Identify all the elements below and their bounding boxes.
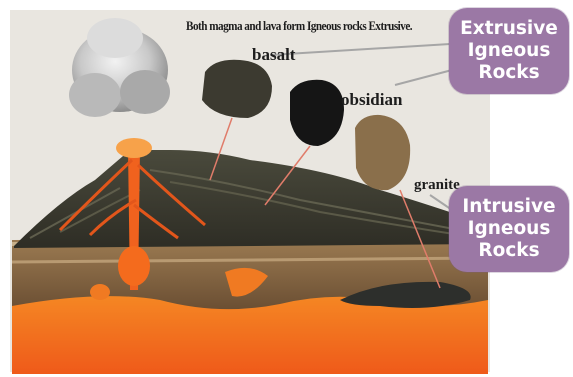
callout-line: Igneous <box>449 40 569 62</box>
granite-rock <box>355 115 410 190</box>
diagram-caption: Both magma and lava form Igneous rocks E… <box>186 18 412 34</box>
basalt-rock <box>202 60 272 118</box>
callout-line: Rocks <box>449 240 569 262</box>
magma-chamber <box>118 246 150 286</box>
magma-blob <box>90 284 110 300</box>
extrusive-igneous-callout: Extrusive Igneous Rocks <box>449 8 569 94</box>
callout-line: Rocks <box>449 62 569 84</box>
callout-line: Intrusive <box>449 196 569 218</box>
obsidian-label: obsidian <box>341 90 402 110</box>
callout-line: Extrusive <box>449 18 569 40</box>
callout-line: Igneous <box>449 218 569 240</box>
crater-glow <box>116 138 152 158</box>
intrusive-igneous-callout: Intrusive Igneous Rocks <box>449 186 569 272</box>
basalt-label: basalt <box>252 45 295 65</box>
